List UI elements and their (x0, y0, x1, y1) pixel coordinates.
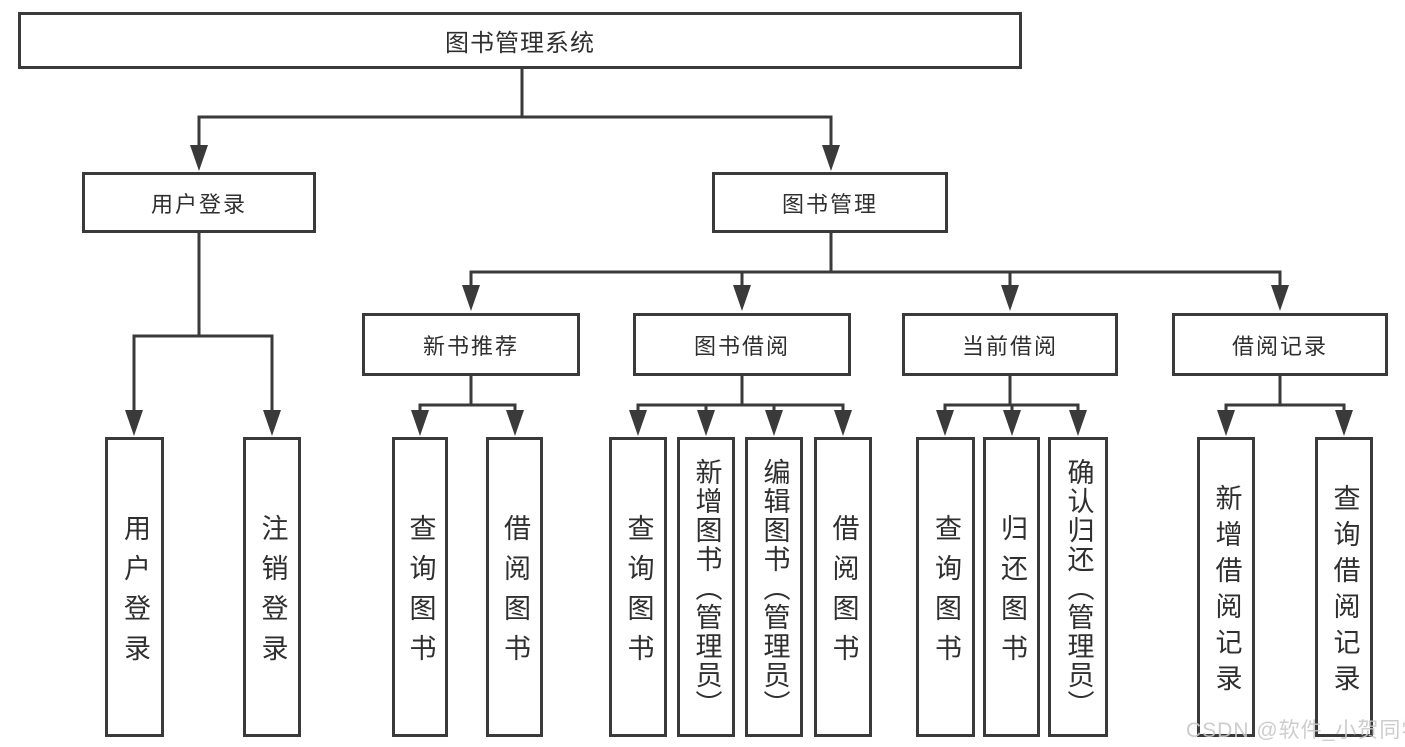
node-root: 图书管理系统 (18, 12, 1022, 69)
leaf-logout-label: 注销登录 (257, 513, 288, 674)
node-current-borrow: 当前借阅 (902, 313, 1118, 376)
node-borrow-records-label: 借阅记录 (1231, 333, 1328, 359)
leaf-current-query: 查询图书 (916, 437, 975, 737)
connector-borrow-records (1217, 373, 1353, 436)
connector-new-books (411, 373, 524, 436)
leaf-current-confirm: 确认归还（管理员） (1048, 437, 1108, 737)
connector-current-borrow (936, 373, 1087, 436)
connector-book-mgmt (462, 231, 1289, 311)
leaf-new-books-query-label: 查询图书 (405, 513, 436, 674)
leaf-borrow-edit: 编辑图书（管理员） (745, 437, 803, 737)
leaf-borrow-query: 查询图书 (609, 437, 667, 737)
leaf-new-books-borrow-label: 借阅图书 (500, 513, 530, 674)
leaf-borrow-add: 新增图书（管理员） (677, 437, 735, 737)
leaf-current-confirm-label: 确认归还（管理员） (1063, 457, 1094, 719)
node-user-login-label: 用户登录 (150, 191, 247, 217)
leaf-logout: 注销登录 (243, 437, 301, 737)
leaf-records-query: 查询借阅记录 (1315, 437, 1373, 737)
connector-root (190, 67, 840, 171)
connector-book-borrow (629, 373, 852, 436)
node-book-borrow-label: 图书借阅 (693, 333, 790, 359)
leaf-current-return: 归还图书 (983, 437, 1040, 737)
node-new-books-label: 新书推荐 (422, 333, 519, 359)
leaf-records-query-label: 查询借阅记录 (1329, 483, 1360, 700)
leaf-borrow-borrow-label: 借阅图书 (828, 513, 859, 674)
leaf-records-add-label: 新增借阅记录 (1211, 483, 1242, 700)
node-borrow-records: 借阅记录 (1172, 313, 1388, 376)
leaf-borrow-add-label: 新增图书（管理员） (691, 457, 722, 719)
leaf-records-add: 新增借阅记录 (1197, 437, 1255, 737)
node-book-mgmt: 图书管理 (712, 172, 948, 233)
node-current-borrow-label: 当前借阅 (961, 333, 1058, 359)
node-new-books: 新书推荐 (362, 313, 580, 376)
node-book-borrow: 图书借阅 (633, 313, 851, 376)
csdn-watermark: CSDN @软件_小贺同学 (1186, 719, 1405, 742)
leaf-user-login-label: 用户登录 (120, 513, 150, 674)
leaf-borrow-query-label: 查询图书 (623, 513, 654, 674)
leaf-borrow-borrow: 借阅图书 (814, 437, 872, 737)
leaf-new-books-query: 查询图书 (392, 437, 448, 737)
node-user-login: 用户登录 (82, 172, 316, 233)
leaf-user-login: 用户登录 (105, 437, 164, 737)
leaf-borrow-edit-label: 编辑图书（管理员） (759, 457, 790, 719)
leaf-current-query-label: 查询图书 (931, 513, 961, 674)
connector-user-login (125, 231, 281, 436)
leaf-new-books-borrow: 借阅图书 (486, 437, 543, 737)
node-book-mgmt-label: 图书管理 (781, 191, 878, 217)
node-root-label: 图书管理系统 (445, 30, 595, 57)
leaf-current-return-label: 归还图书 (997, 513, 1027, 674)
